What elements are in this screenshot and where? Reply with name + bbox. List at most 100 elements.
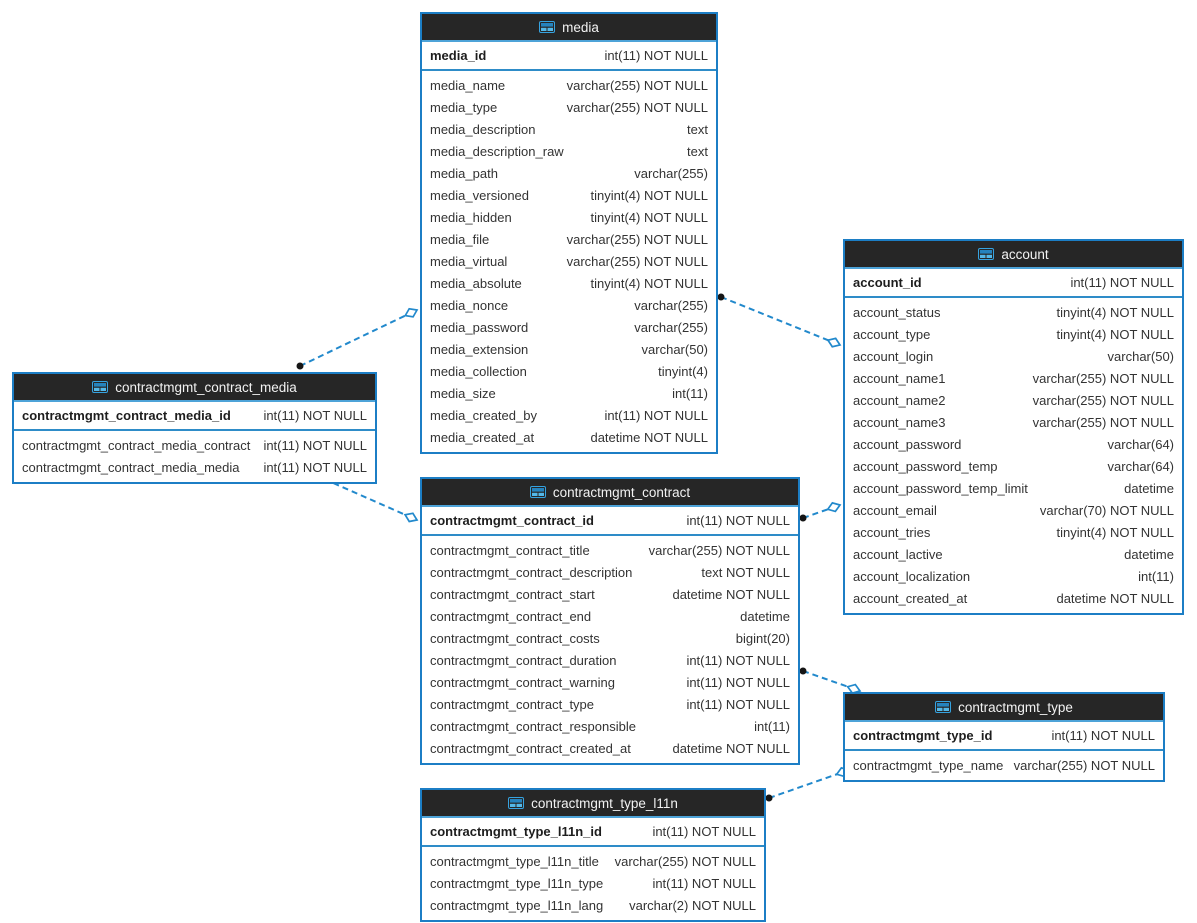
- relationship-dot-end: [296, 362, 304, 370]
- relationship-contract_media-to-media[interactable]: [296, 306, 419, 370]
- column-type: varchar(255) NOT NULL: [1013, 757, 1155, 773]
- column-name: media_collection: [430, 363, 527, 379]
- column-name: account_name2: [853, 392, 946, 408]
- table-contractmgmt_contract_media[interactable]: contractmgmt_contract_media contractmgmt_…: [12, 372, 377, 484]
- column-type: varchar(255) NOT NULL: [566, 231, 708, 247]
- column-name: contractmgmt_contract_warning: [430, 674, 615, 690]
- table-header[interactable]: media: [422, 14, 716, 42]
- relationship-contract-to-type[interactable]: [799, 667, 862, 696]
- column-name: media_extension: [430, 341, 529, 357]
- column-name: contractmgmt_contract_id: [430, 513, 594, 528]
- column-type: int(11) NOT NULL: [652, 875, 756, 891]
- relationship-dot-end: [717, 293, 725, 301]
- column-type: tinyint(4) NOT NULL: [590, 187, 708, 203]
- column-type: tinyint(4) NOT NULL: [590, 209, 708, 225]
- column-type: tinyint(4) NOT NULL: [590, 275, 708, 291]
- relationship-line[interactable]: [720, 296, 841, 346]
- column-type: int(11) NOT NULL: [1070, 275, 1174, 290]
- table-header[interactable]: contractmgmt_type_l11n: [422, 790, 764, 818]
- column-name: media_created_by: [430, 407, 537, 423]
- column-name: media_nonce: [430, 297, 509, 313]
- column-row: account_tries tinyint(4) NOT NULL: [845, 521, 1182, 543]
- column-type: varchar(255): [634, 165, 708, 181]
- column-name: account_password: [853, 436, 962, 452]
- column-type: tinyint(4) NOT NULL: [1056, 326, 1174, 342]
- column-name: contractmgmt_type_l11n_lang: [430, 897, 604, 913]
- table-icon: [978, 248, 995, 260]
- column-name: media_hidden: [430, 209, 512, 225]
- table-header[interactable]: account: [845, 241, 1182, 269]
- column-name: account_login: [853, 348, 934, 364]
- relationship-line[interactable]: [299, 309, 418, 367]
- column-name: contractmgmt_type_l11n_type: [430, 875, 604, 891]
- column-name: contractmgmt_contract_type: [430, 696, 595, 712]
- column-type: int(11) NOT NULL: [604, 48, 708, 63]
- table-name: contractmgmt_contract: [552, 484, 691, 500]
- column-type: tinyint(4) NOT NULL: [1056, 524, 1174, 540]
- relationship-dot-end: [799, 514, 807, 522]
- column-name: contractmgmt_contract_costs: [430, 630, 600, 646]
- table-icon: [92, 381, 109, 393]
- column-name: account_tries: [853, 524, 931, 540]
- column-type: varchar(255) NOT NULL: [648, 542, 790, 558]
- column-row: account_password_temp_limit datetime: [845, 477, 1182, 499]
- column-name: account_password_temp: [853, 458, 998, 474]
- column-type: datetime: [1124, 480, 1174, 496]
- table-header[interactable]: contractmgmt_contract_media: [14, 374, 375, 402]
- table-name: account: [1001, 246, 1049, 262]
- table-header[interactable]: contractmgmt_type: [845, 694, 1163, 722]
- column-name: account_name3: [853, 414, 946, 430]
- relationship-diamond-end: [403, 512, 419, 523]
- column-type: varchar(255) NOT NULL: [566, 77, 708, 93]
- column-type: int(11) NOT NULL: [686, 674, 790, 690]
- table-icon: [935, 701, 952, 713]
- column-name: account_email: [853, 502, 937, 518]
- relationship-media-to-account[interactable]: [717, 293, 842, 350]
- column-name: media_password: [430, 319, 529, 335]
- table-header[interactable]: contractmgmt_contract: [422, 479, 798, 507]
- column-type: int(11) NOT NULL: [652, 824, 756, 839]
- column-name: media_description: [430, 121, 536, 137]
- column-name: media_type: [430, 99, 498, 115]
- column-name: account_name1: [853, 370, 946, 386]
- column-type: int(11) NOT NULL: [686, 696, 790, 712]
- column-type: text: [687, 143, 708, 159]
- column-type: varchar(255): [634, 319, 708, 335]
- column-name: media_size: [430, 385, 496, 401]
- relationship-diamond-end: [403, 307, 419, 318]
- column-type: bigint(20): [735, 630, 790, 646]
- table-contractmgmt_contract[interactable]: contractmgmt_contract contractmgmt_contra…: [420, 477, 800, 765]
- column-name: account_password_temp_limit: [853, 480, 1028, 496]
- column-name: contractmgmt_contract_responsible: [430, 718, 636, 734]
- table-name: contractmgmt_contract_media: [115, 379, 297, 395]
- relationship-contract-to-account[interactable]: [799, 501, 842, 522]
- column-row: media_password varchar(255): [422, 316, 716, 338]
- column-type: datetime: [740, 608, 790, 624]
- relationship-type_l11n-to-type[interactable]: [765, 766, 851, 802]
- column-row: contractmgmt_type_l11n_type int(11) NOT N…: [422, 872, 764, 894]
